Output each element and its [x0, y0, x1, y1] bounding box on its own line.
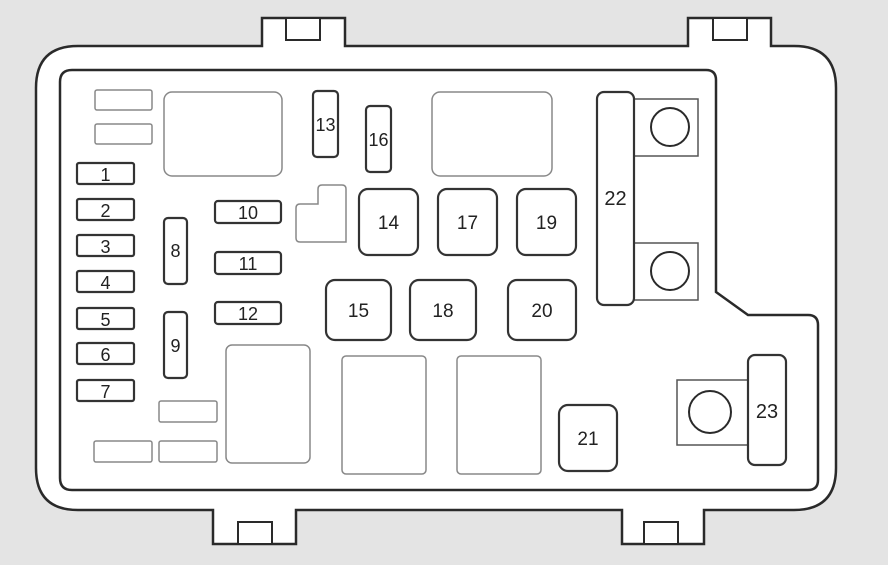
relay-slot: [225, 344, 311, 464]
fuse-column-small: 1 2 3 4 5 6 7: [75, 161, 136, 403]
fuse-label: 13: [315, 115, 335, 135]
fuse-14: 14: [357, 187, 420, 257]
fuse-8: 8: [162, 216, 189, 286]
fuse-label: 8: [170, 241, 180, 261]
fuse-2: 2: [75, 197, 136, 222]
fuse-label: 21: [577, 429, 598, 450]
bolt-icon: [688, 390, 732, 434]
top-tab-notch-left: [285, 17, 321, 41]
fuse-label: 14: [378, 213, 400, 234]
bolt-icon: [650, 107, 690, 147]
relay-slot: [431, 91, 553, 177]
fuse-label: 2: [100, 201, 110, 221]
fuse-21: 21: [557, 403, 619, 473]
fuse-label: 5: [100, 310, 110, 330]
fuse-18: 18: [408, 278, 478, 342]
fuse-19: 19: [515, 187, 578, 257]
spare-slot: [93, 440, 153, 463]
bottom-tab-notch-right: [643, 521, 679, 545]
relay-slot: [295, 184, 347, 243]
spare-slot: [94, 89, 153, 111]
spare-slot: [94, 123, 153, 145]
fuse-6: 6: [75, 341, 136, 366]
fuse-1: 1: [75, 161, 136, 186]
fuse-label: 1: [100, 165, 110, 185]
bottom-tab-notch-left: [237, 521, 273, 545]
fuse-4: 4: [75, 269, 136, 294]
fuse-label: 22: [604, 188, 626, 210]
fuse-16: 16: [364, 104, 393, 174]
fuse-22: 22: [595, 90, 636, 307]
fuse-label: 11: [239, 254, 258, 274]
spare-slot: [158, 400, 218, 423]
fuse-7: 7: [75, 378, 136, 403]
fuse-label: 23: [756, 401, 778, 423]
fuse-15: 15: [324, 278, 393, 342]
fuse-5: 5: [75, 306, 136, 331]
bolt-icon: [650, 251, 690, 291]
fuse-13: 13: [311, 89, 340, 159]
fuse-10: 10: [213, 199, 283, 225]
fuse-label: 4: [100, 273, 110, 293]
fuse-label: 7: [100, 382, 110, 402]
spare-slot: [158, 440, 218, 463]
empty-slots: [93, 89, 553, 475]
fuse-9: 9: [162, 310, 189, 380]
top-tab-notch-right: [712, 17, 748, 41]
fuse-label: 9: [170, 336, 180, 356]
fuse-label: 18: [432, 301, 453, 322]
fuse-label: 6: [100, 345, 110, 365]
fuse-12: 12: [213, 300, 283, 326]
fuse-label: 10: [238, 203, 258, 223]
fuse-label: 3: [100, 237, 110, 257]
fuse-label: 20: [531, 301, 552, 322]
fuse-label: 16: [368, 130, 388, 150]
fuse-label: 15: [348, 301, 369, 322]
fuse-23: 23: [746, 353, 788, 467]
fuse-label: 17: [457, 213, 478, 234]
fuse-label: 12: [238, 304, 258, 324]
fuse-label: 19: [536, 213, 557, 234]
fuse-20: 20: [506, 278, 578, 342]
fuse-17: 17: [436, 187, 499, 257]
fuse-3: 3: [75, 233, 136, 258]
relay-slot: [341, 355, 427, 475]
fuse-11: 11: [213, 250, 283, 276]
relay-slot: [163, 91, 283, 177]
relay-slot: [456, 355, 542, 475]
